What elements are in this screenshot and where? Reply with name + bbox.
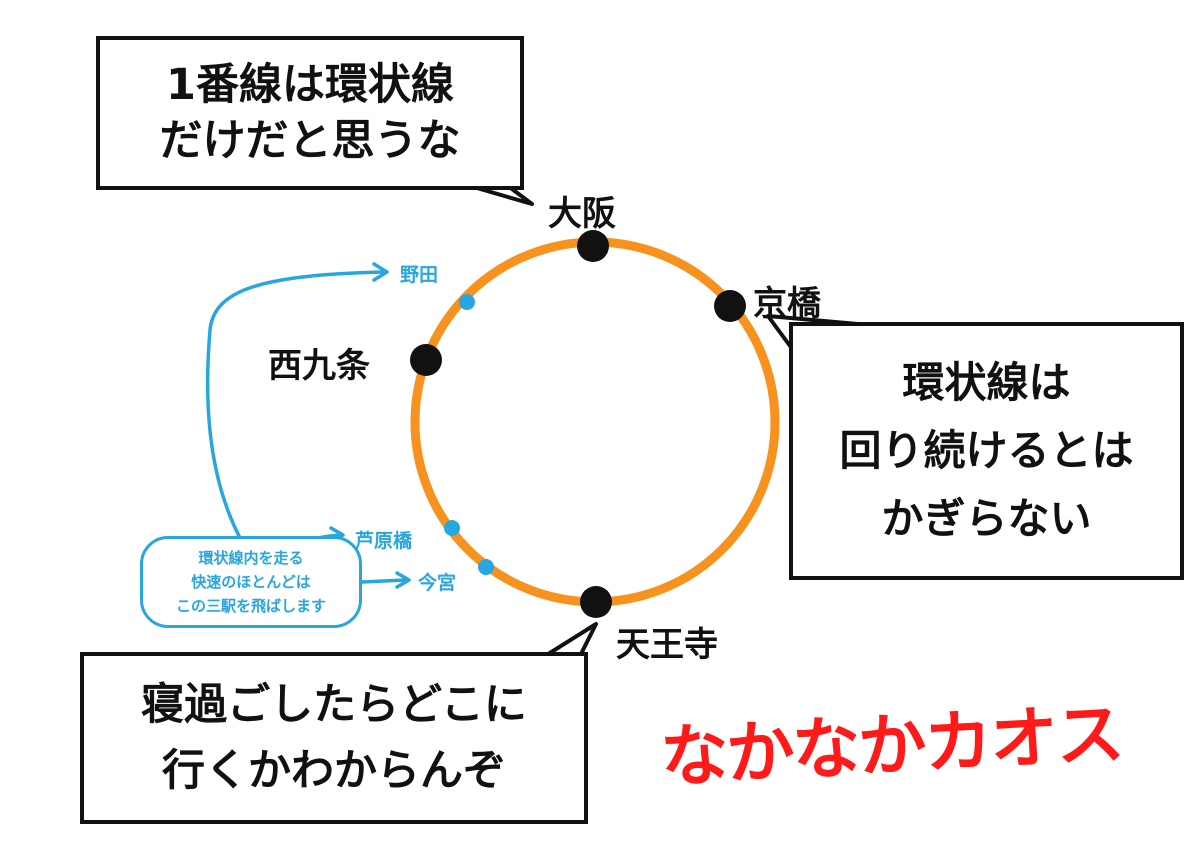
station-dot-noda xyxy=(459,294,475,310)
speech-bubble-platform-one: 1番線は環状線 だけだと思うな xyxy=(96,36,524,190)
skip-arrow-imamiya xyxy=(360,578,408,584)
station-dot-kyobashi xyxy=(714,290,746,322)
station-dot-osaka xyxy=(577,230,609,262)
station-dot-nishikujo xyxy=(410,344,442,376)
speech-bubble-oversleep-warning: 寝過ごしたらどこに 行くかわからんぞ xyxy=(80,652,588,824)
station-dot-ashiharabashi xyxy=(444,520,460,536)
skip-arrow-noda xyxy=(205,270,386,540)
station-label-osaka: 大阪 xyxy=(548,194,616,234)
bubble-text-line: 行くかわからんぞ xyxy=(162,746,506,796)
station-dot-tennoji xyxy=(580,586,612,618)
note-text-line: 快速のほとんどは xyxy=(191,573,311,591)
bubble-text-line: だけだと思うな xyxy=(159,116,461,166)
arrowhead-imamiya xyxy=(395,571,411,589)
bubble-text-line: 寝過ごしたらどこに xyxy=(141,680,527,730)
station-label-noda: 野田 xyxy=(400,264,439,286)
bubble-text-line: 回り続けるとは xyxy=(839,426,1134,475)
note-text-line: この三駅を飛ばします xyxy=(175,597,326,615)
station-dot-imamiya xyxy=(478,559,494,575)
station-label-imamiya: 今宮 xyxy=(418,572,457,594)
arrowhead-noda xyxy=(372,262,389,282)
note-text-line: 環状線内を走る xyxy=(198,549,304,567)
bubble-text-line: かぎらない xyxy=(881,494,1092,543)
station-label-nishikujo: 西九条 xyxy=(268,346,370,386)
bubble-text-line: 環状線は xyxy=(902,358,1071,407)
bubble-text-line: 1番線は環状線 xyxy=(166,60,454,110)
station-label-ashiharabashi: 芦原橋 xyxy=(355,530,413,552)
station-label-kyobashi: 京橋 xyxy=(753,284,821,324)
speech-bubble-loop-not-always: 環状線は 回り続けるとは かぎらない xyxy=(789,322,1184,580)
rapid-service-note: 環状線内を走る 快速のほとんどは この三駅を飛ばします xyxy=(140,536,362,628)
station-label-tennoji: 天王寺 xyxy=(616,625,718,665)
